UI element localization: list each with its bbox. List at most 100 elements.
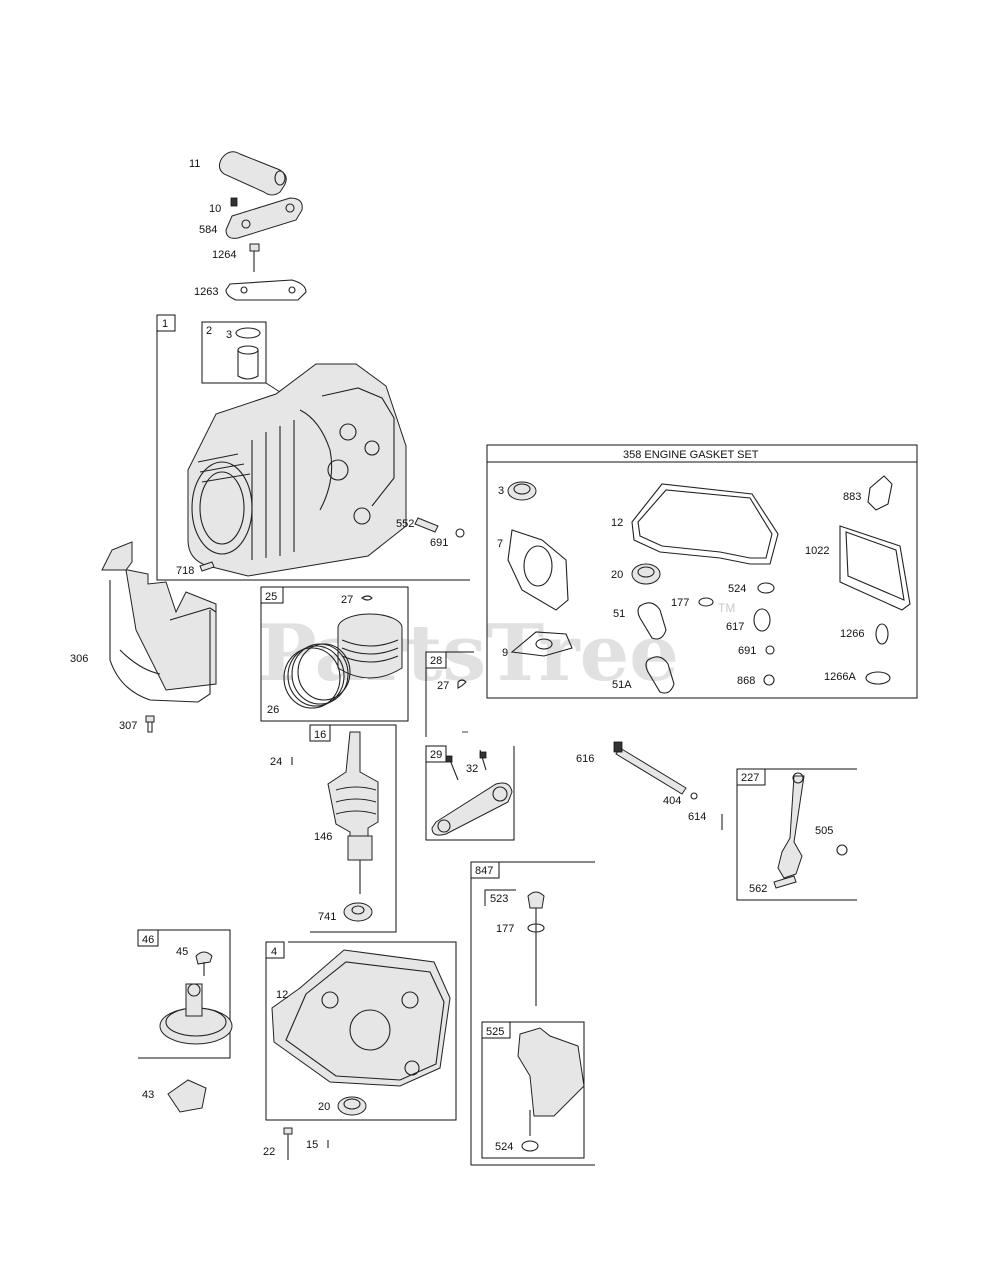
group-4-tag: 4 bbox=[271, 946, 277, 958]
callout-22: 22 bbox=[263, 1146, 275, 1158]
clip-27-rod-part bbox=[457, 679, 467, 689]
callout-27-clip: 27 bbox=[341, 594, 353, 606]
washer-505-part bbox=[836, 844, 848, 856]
stud-718-part bbox=[199, 561, 215, 572]
gasket-1022-part bbox=[839, 525, 911, 611]
gasket-callout-51: 51 bbox=[613, 608, 625, 620]
breather-cover-part bbox=[225, 197, 303, 239]
governor-lever-part bbox=[777, 772, 805, 879]
callout-177: 177 bbox=[496, 923, 514, 935]
dowel-pin-552-part bbox=[414, 517, 439, 533]
group-2-frame bbox=[201, 321, 267, 384]
group-227-frame bbox=[736, 768, 857, 901]
group-847-frame bbox=[470, 861, 595, 1166]
cylinder-block-part bbox=[187, 363, 407, 577]
callout-1264: 1264 bbox=[212, 249, 236, 261]
group-1-tag: 1 bbox=[162, 318, 168, 330]
callout-20: 20 bbox=[318, 1101, 330, 1113]
callout-718: 718 bbox=[176, 565, 194, 577]
group-29-tag: 29 bbox=[430, 749, 442, 761]
oring-177-part bbox=[527, 923, 545, 933]
gasket-callout-524: 524 bbox=[728, 583, 746, 595]
gasket-1266a-part bbox=[865, 671, 891, 685]
group-25-tag: 25 bbox=[265, 591, 277, 603]
crankcase-gasket-part bbox=[631, 483, 779, 565]
bolt-22-part bbox=[283, 1127, 293, 1160]
callout-12: 12 bbox=[276, 989, 288, 1001]
screw-1264-part bbox=[249, 243, 260, 272]
callout-404: 404 bbox=[663, 795, 681, 807]
washer-404-part bbox=[690, 792, 698, 800]
cam-gear-part bbox=[159, 983, 233, 1045]
callout-146: 146 bbox=[314, 831, 332, 843]
callout-307: 307 bbox=[119, 720, 137, 732]
gasket-callout-51a: 51A bbox=[612, 679, 632, 691]
group-525-frame bbox=[481, 1021, 585, 1159]
gasket-868-part bbox=[763, 674, 775, 686]
callout-614: 614 bbox=[688, 811, 706, 823]
connecting-rod-part bbox=[431, 749, 513, 836]
gasket-177-part bbox=[698, 597, 714, 607]
gasket-seal-3-part bbox=[507, 481, 537, 501]
gasket-callout-9: 9 bbox=[502, 647, 508, 659]
callout-691: 691 bbox=[430, 537, 448, 549]
callout-10: 10 bbox=[209, 203, 221, 215]
gasket-callout-1022: 1022 bbox=[805, 545, 829, 557]
air-guide-part bbox=[101, 541, 217, 703]
crankshaft-part bbox=[327, 731, 379, 894]
callout-3: 3 bbox=[226, 329, 232, 341]
callout-524: 524 bbox=[495, 1141, 513, 1153]
governor-43-part bbox=[167, 1079, 207, 1113]
oring-524-tube-part bbox=[521, 1140, 539, 1152]
gasket-callout-177: 177 bbox=[671, 597, 689, 609]
callout-24: 24 bbox=[270, 756, 282, 768]
group-523-tag: 523 bbox=[490, 893, 508, 905]
callout-1263: 1263 bbox=[194, 286, 218, 298]
group-525-tag: 525 bbox=[486, 1026, 504, 1038]
group-1-frame bbox=[156, 315, 470, 581]
crank-gear-part bbox=[343, 902, 373, 922]
plug-691-part bbox=[455, 528, 465, 538]
gasket-callout-617: 617 bbox=[726, 621, 744, 633]
group-46-frame bbox=[138, 929, 231, 1059]
gasket-51a-part bbox=[645, 656, 675, 694]
gasket-callout-20: 20 bbox=[611, 569, 623, 581]
valve-guide-part bbox=[235, 327, 261, 380]
group-2-tag: 2 bbox=[206, 325, 212, 337]
callout-584: 584 bbox=[199, 224, 217, 236]
callout-45: 45 bbox=[176, 946, 188, 958]
callout-562: 562 bbox=[749, 883, 767, 895]
bolt-45-part bbox=[195, 951, 213, 976]
group-4-frame bbox=[265, 941, 457, 1121]
gasket-617-part bbox=[753, 608, 771, 632]
callout-741: 741 bbox=[318, 911, 336, 923]
gasket-set-title: 358 ENGINE GASKET SET bbox=[623, 449, 759, 461]
gasket-callout-1266a: 1266A bbox=[824, 671, 856, 683]
group-16-frame bbox=[310, 724, 397, 933]
dipstick-part bbox=[527, 891, 545, 1006]
governor-shaft-part bbox=[613, 741, 687, 795]
gasket-callout-883: 883 bbox=[843, 491, 861, 503]
gasket-callout-12: 12 bbox=[611, 517, 623, 529]
group-16-tag: 16 bbox=[314, 729, 326, 741]
gasket-51-part bbox=[637, 602, 667, 640]
group-29-frame bbox=[425, 746, 515, 841]
crankcase-cover-part bbox=[271, 949, 451, 1087]
oring-524-part bbox=[757, 582, 775, 594]
callout-552: 552 bbox=[396, 518, 414, 530]
gasket-callout-868: 868 bbox=[737, 675, 755, 687]
dipstick-tube-part bbox=[517, 1027, 585, 1136]
piston-rings-part bbox=[283, 643, 351, 709]
gasket-9-part bbox=[510, 631, 573, 657]
watermark-trademark: TM bbox=[718, 601, 735, 615]
gasket-callout-3: 3 bbox=[498, 485, 504, 497]
gasket-callout-7: 7 bbox=[497, 538, 503, 550]
group-523-frame bbox=[484, 889, 516, 906]
callout-27-rod: 27 bbox=[437, 680, 449, 692]
gasket-callout-691: 691 bbox=[738, 645, 756, 657]
group-847-tag: 847 bbox=[475, 865, 493, 877]
gasket-691-part bbox=[765, 645, 775, 655]
gasket-1266-part bbox=[875, 623, 889, 645]
oil-seal-20-cover-part bbox=[337, 1096, 367, 1116]
